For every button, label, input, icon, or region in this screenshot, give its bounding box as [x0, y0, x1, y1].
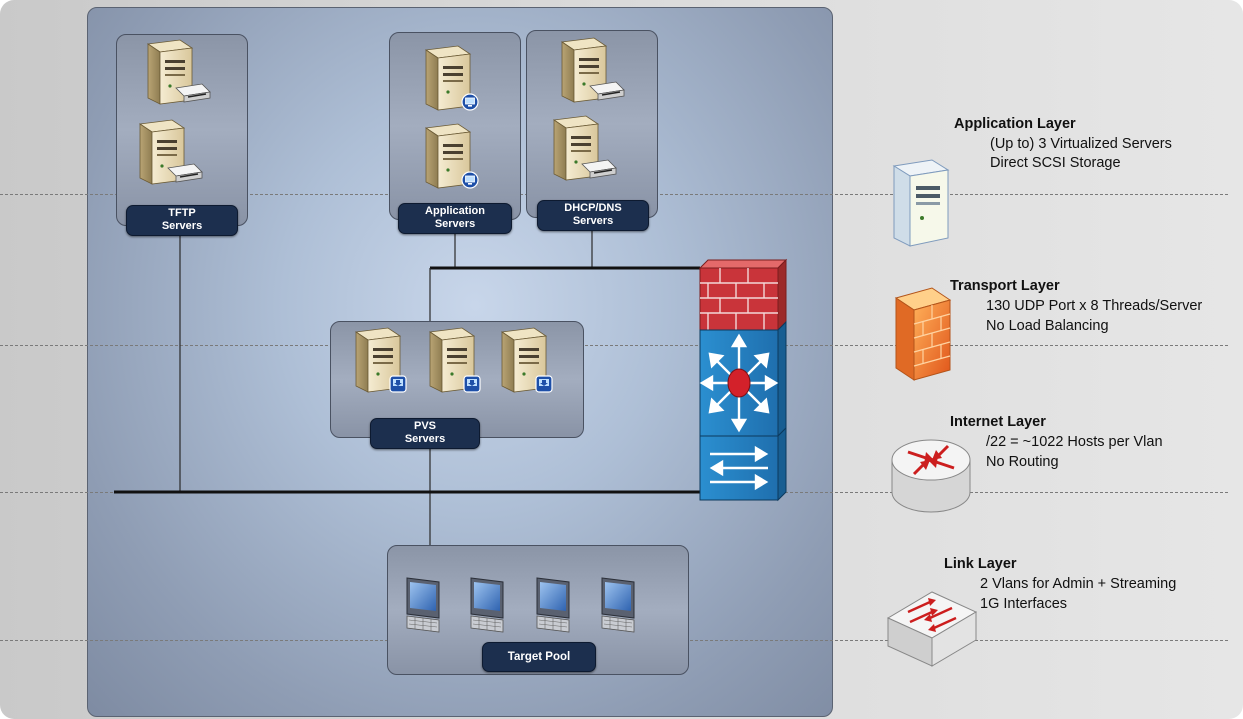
layer-detail: (Up to) 3 Virtualized Servers: [990, 136, 1172, 152]
layer3-switch-icon: [699, 320, 787, 438]
layer-title: Transport Layer: [950, 278, 1060, 294]
server-icon: [355, 327, 407, 393]
layer-detail: No Load Balancing: [986, 318, 1109, 334]
layer-detail: 1G Interfaces: [980, 596, 1068, 612]
layer-detail: No Routing: [986, 454, 1059, 470]
layer-detail: Direct SCSI Storage: [990, 155, 1121, 171]
server-icon: [425, 123, 479, 189]
switch-icon: [886, 591, 978, 667]
firewall-icon: [894, 287, 952, 381]
server-icon: [501, 327, 553, 393]
core-network-stack: [698, 258, 788, 502]
server-icon: [147, 39, 211, 105]
server-icon: [553, 115, 617, 181]
layer-title: Application Layer: [954, 116, 1076, 132]
server-icon: [425, 45, 479, 111]
target-pool-label: Target Pool: [482, 642, 596, 672]
firewall-icon: [698, 258, 788, 332]
server-icon: [139, 119, 203, 185]
layer-detail: 2 Vlans for Admin + Streaming: [980, 576, 1177, 592]
layer-detail: /22 = ~1022 Hosts per Vlan: [986, 434, 1163, 450]
thin-client-icon: [601, 577, 635, 633]
server-icon: [429, 327, 481, 393]
router-icon: [891, 439, 971, 513]
thin-client-icon: [536, 577, 570, 633]
layer-divider: [0, 345, 1228, 346]
thin-client-icon: [406, 577, 440, 633]
layer2-switch-icon: [699, 426, 787, 502]
server-icon: [561, 37, 625, 103]
layer-title: Link Layer: [944, 556, 1017, 572]
layer-title: Internet Layer: [950, 414, 1046, 430]
layer-detail: 130 UDP Port x 8 Threads/Server: [986, 298, 1203, 314]
thin-client-icon: [470, 577, 504, 633]
server-icon: [892, 159, 950, 247]
